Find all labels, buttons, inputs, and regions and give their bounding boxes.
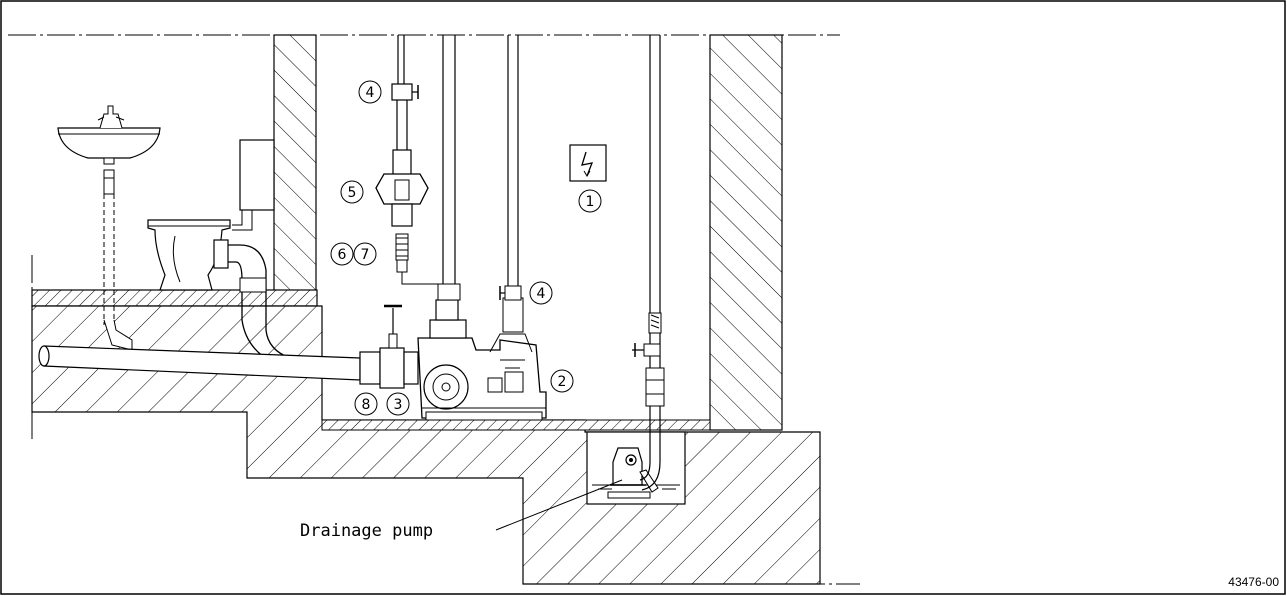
drainage-valve — [632, 343, 661, 357]
figure-reference: 43476-00 — [1228, 575, 1279, 589]
hand-pump-connection — [401, 272, 440, 285]
drainage-pump — [607, 447, 659, 499]
callout-4-upper: 4 — [358, 80, 382, 104]
vent-valve — [499, 285, 522, 301]
shutoff-valve-upper — [391, 83, 419, 101]
floor-slab-top — [31, 289, 318, 307]
discharge-pipe — [442, 35, 456, 290]
svg-text:7: 7 — [361, 247, 370, 263]
callout-8: 8 — [354, 392, 378, 416]
svg-text:5: 5 — [348, 185, 357, 201]
electrical-hazard-icon — [569, 144, 607, 182]
wc-cistern — [239, 139, 275, 211]
lifting-station — [417, 299, 547, 421]
drainage-label: Drainage pump — [300, 521, 433, 541]
callout-5: 5 — [340, 180, 364, 204]
hand-pump — [375, 149, 429, 227]
svg-text:1: 1 — [586, 194, 595, 210]
svg-text:3: 3 — [394, 397, 403, 413]
svg-text:4: 4 — [537, 286, 546, 302]
wash-basin — [57, 105, 161, 195]
svg-text:2: 2 — [558, 374, 567, 390]
svg-text:4: 4 — [366, 85, 375, 101]
callout-1: 1 — [578, 189, 602, 213]
callout-7: 7 — [353, 242, 377, 266]
svg-text:8: 8 — [362, 397, 371, 413]
callout-6: 6 — [330, 242, 354, 266]
wc-bowl — [147, 210, 253, 291]
callout-3: 3 — [386, 392, 410, 416]
gate-valve — [359, 304, 419, 389]
basement-screed — [321, 419, 711, 431]
right-wall — [709, 34, 783, 431]
hose-connector — [395, 233, 409, 273]
svg-text:6: 6 — [338, 247, 347, 263]
vent-pipe — [507, 35, 519, 290]
drainage-discharge-pipe — [639, 35, 661, 491]
hand-pump-line — [397, 35, 405, 84]
basin-drain-pipe — [103, 194, 115, 325]
callout-4-lower: 4 — [529, 281, 553, 305]
callout-2: 2 — [550, 369, 574, 393]
left-wall — [273, 34, 317, 308]
foundation — [31, 305, 821, 585]
drainage-leader-line — [495, 479, 623, 531]
